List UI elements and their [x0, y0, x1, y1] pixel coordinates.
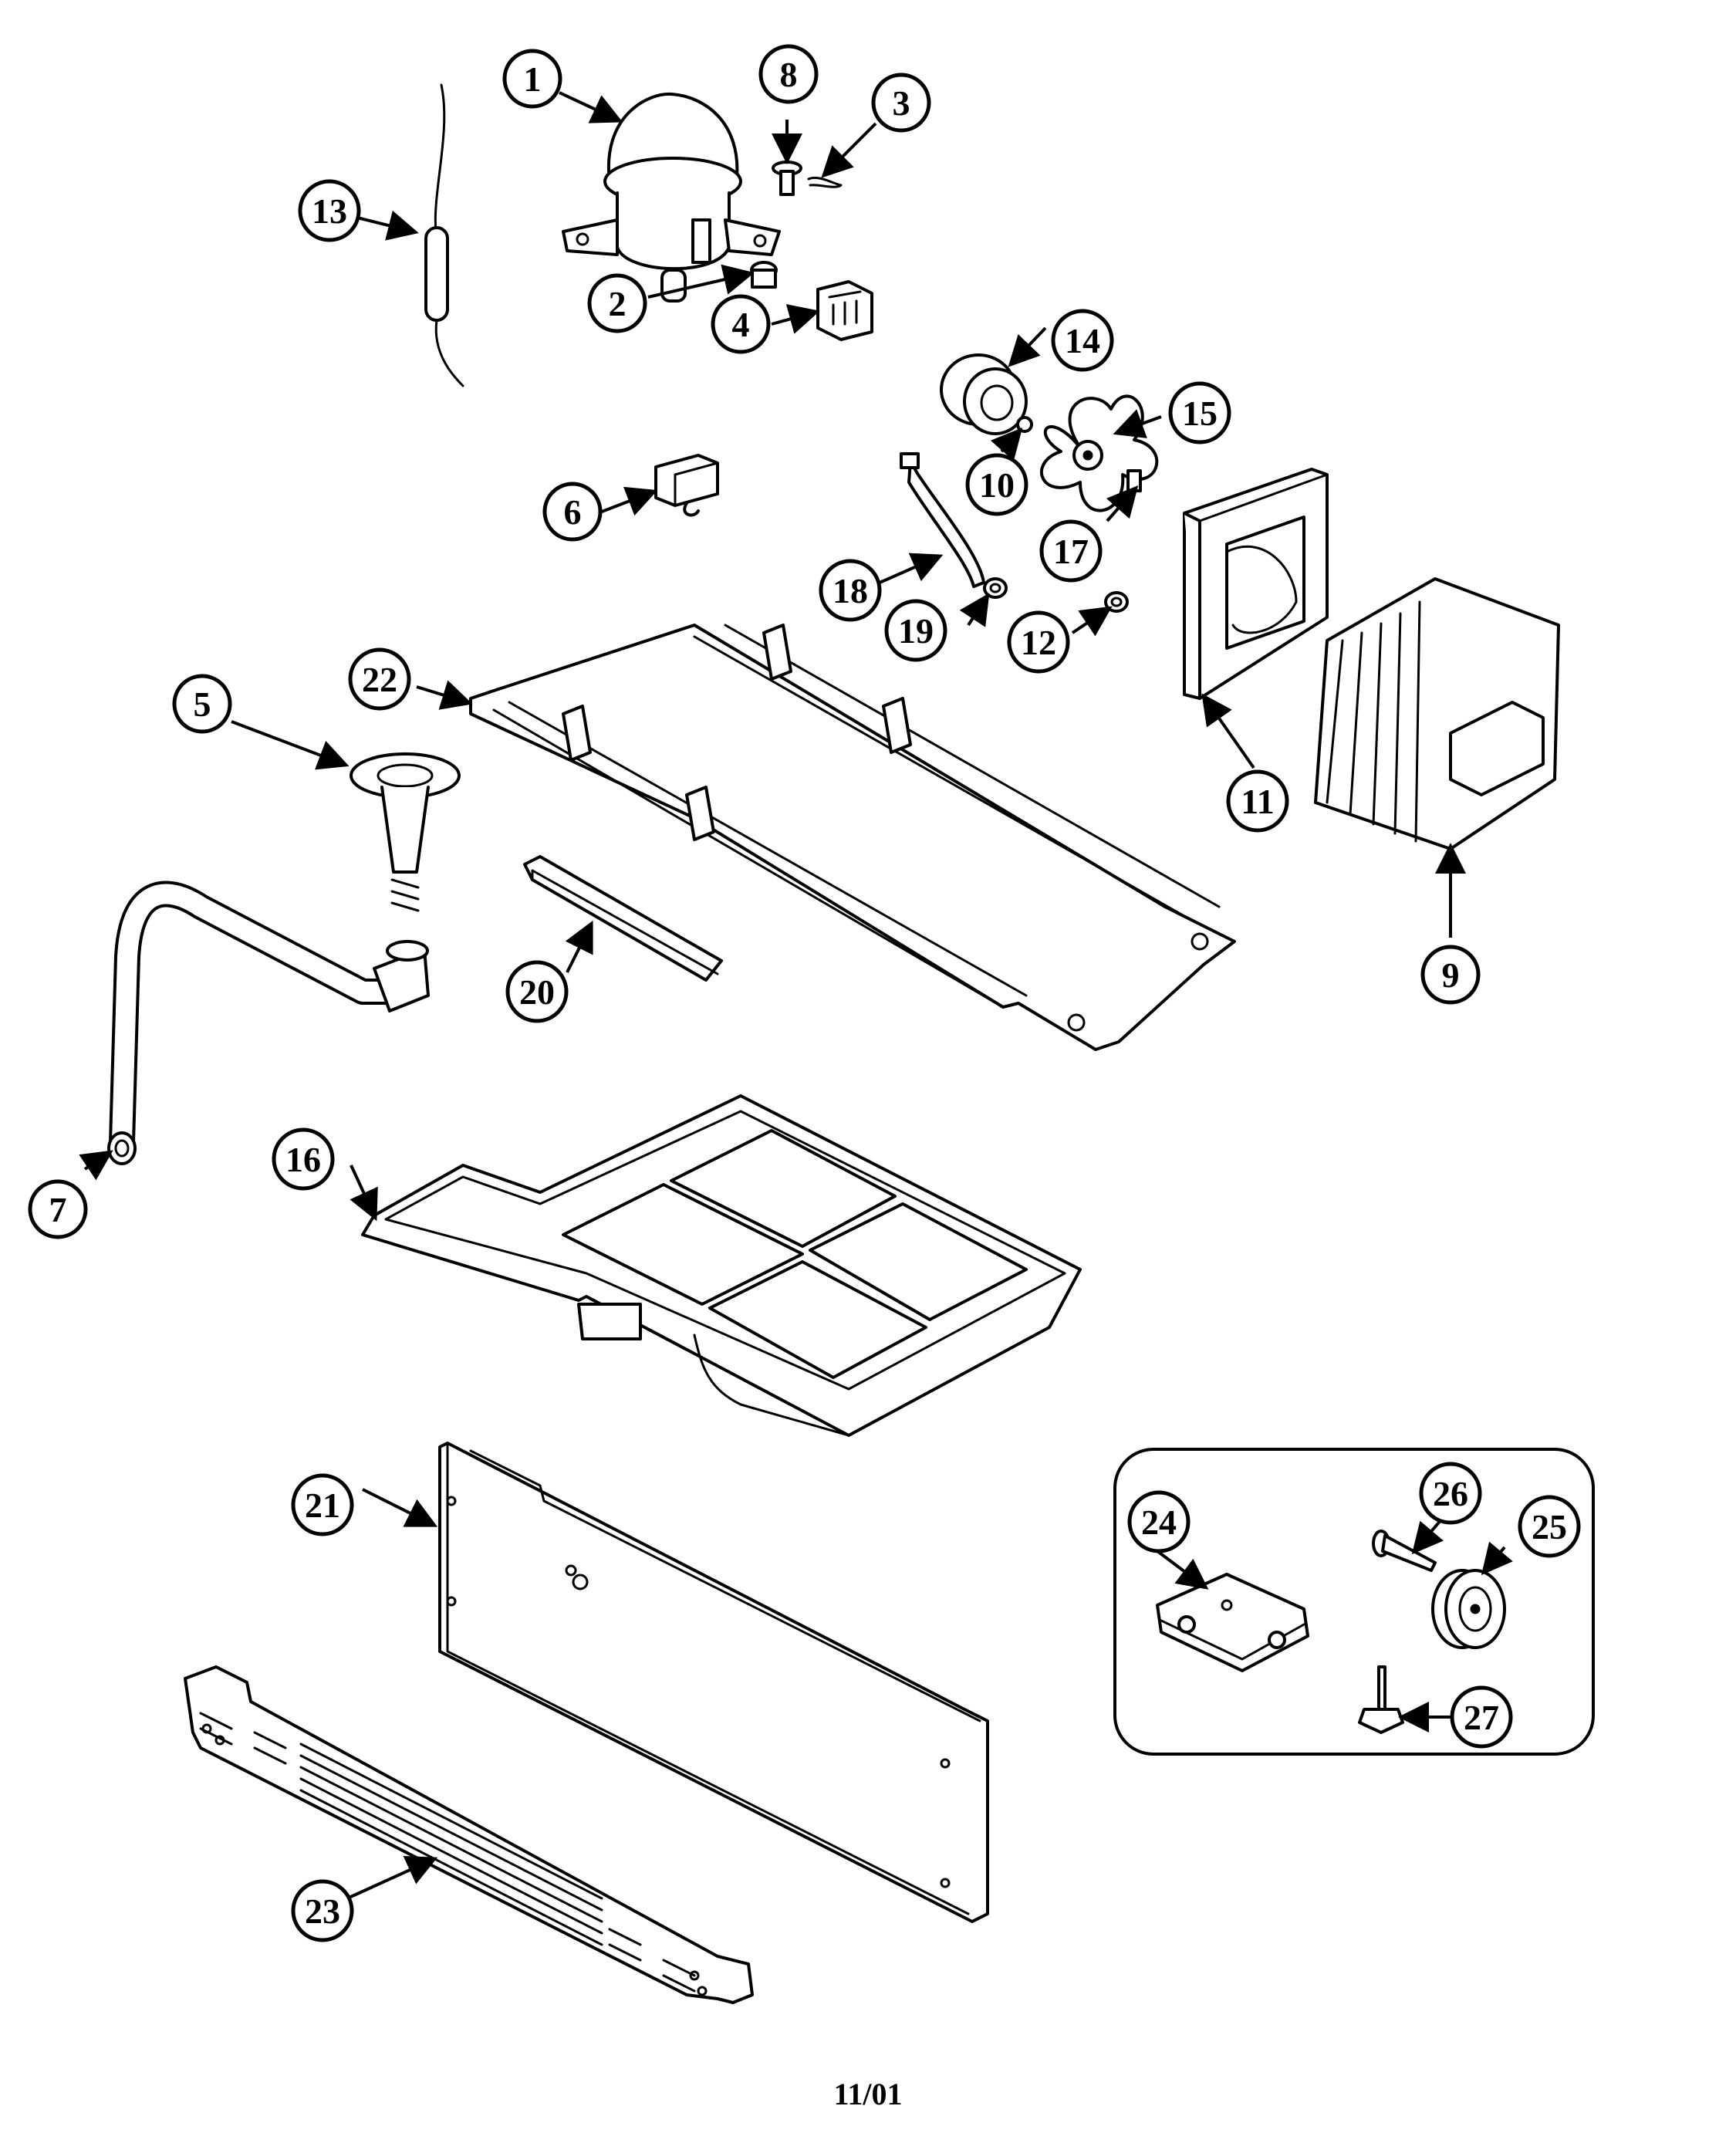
leader-lines — [79, 91, 1513, 1900]
compressor-part — [562, 92, 781, 303]
svg-text:9: 9 — [1442, 955, 1460, 995]
svg-text:10: 10 — [979, 465, 1015, 505]
svg-text:20: 20 — [519, 972, 555, 1012]
leveler-kit-inset — [1113, 1448, 1595, 1756]
switch-part — [654, 454, 719, 517]
roller-bracket-part — [1156, 1573, 1309, 1672]
svg-text:19: 19 — [898, 611, 934, 651]
svg-text:8: 8 — [780, 55, 798, 94]
callout-17: 17 — [1039, 519, 1103, 583]
svg-text:16: 16 — [285, 1140, 321, 1179]
callout-26: 26 — [1419, 1462, 1482, 1525]
drain-pan-part — [361, 1094, 1082, 1437]
grille-part — [184, 1665, 754, 2004]
filter-drier-part — [424, 83, 464, 387]
svg-text:5: 5 — [194, 685, 211, 724]
callout-21: 21 — [291, 1473, 354, 1536]
relay-part — [816, 280, 873, 341]
motor-clip-part — [1126, 469, 1142, 492]
svg-text:22: 22 — [362, 660, 397, 699]
callout-24: 24 — [1127, 1490, 1191, 1553]
svg-text:7: 7 — [49, 1190, 67, 1229]
screw-part — [772, 161, 802, 196]
callout-13: 13 — [298, 179, 361, 242]
svg-text:18: 18 — [833, 571, 868, 610]
fan-motor-part — [940, 353, 1028, 435]
channel-part — [523, 855, 723, 982]
callout-7: 7 — [28, 1179, 88, 1239]
condenser-part — [1314, 577, 1560, 850]
leveler-screw-part — [1358, 1665, 1404, 1734]
date-code: 11/01 — [833, 2077, 903, 2111]
callout-2: 2 — [587, 273, 647, 333]
svg-text:11: 11 — [1241, 782, 1274, 821]
svg-text:21: 21 — [305, 1486, 340, 1525]
callout-6: 6 — [542, 482, 603, 542]
callout-27: 27 — [1450, 1685, 1513, 1749]
callout-25: 25 — [1518, 1495, 1581, 1558]
svg-text:27: 27 — [1464, 1698, 1499, 1737]
svg-text:4: 4 — [732, 305, 750, 344]
callout-12: 12 — [1007, 610, 1070, 674]
svg-text:6: 6 — [564, 492, 582, 532]
svg-text:25: 25 — [1532, 1507, 1567, 1547]
callout-9: 9 — [1420, 945, 1481, 1005]
callout-3: 3 — [871, 73, 931, 133]
svg-text:12: 12 — [1021, 623, 1056, 662]
motor-bracket-part — [900, 452, 985, 588]
toe-panel-board-part — [438, 1442, 989, 1923]
svg-text:15: 15 — [1182, 394, 1218, 433]
svg-text:26: 26 — [1433, 1474, 1468, 1513]
callout-20: 20 — [505, 960, 569, 1023]
callout-16: 16 — [272, 1127, 335, 1191]
callout-18: 18 — [819, 559, 882, 622]
drain-funnel-part — [350, 752, 461, 912]
callout-14: 14 — [1051, 309, 1114, 372]
callout-19: 19 — [884, 599, 947, 662]
callout-15: 15 — [1168, 381, 1231, 445]
svg-text:17: 17 — [1053, 532, 1089, 571]
fan-shroud-part — [1183, 468, 1329, 700]
base-pan-part — [469, 624, 1236, 1051]
fan-blade-part — [1039, 394, 1159, 512]
grommet-12-part — [1104, 591, 1129, 613]
nut-part — [1016, 416, 1033, 433]
callout-22: 22 — [348, 647, 411, 711]
callout-1: 1 — [502, 49, 562, 109]
svg-text:14: 14 — [1065, 321, 1100, 360]
svg-text:2: 2 — [609, 284, 627, 323]
callout-4: 4 — [711, 294, 771, 354]
svg-text:23: 23 — [305, 1891, 340, 1931]
callout-23: 23 — [291, 1879, 354, 1942]
svg-text:1: 1 — [524, 59, 542, 99]
grommet-19-part — [983, 577, 1008, 599]
svg-text:24: 24 — [1141, 1503, 1177, 1542]
roller-wheel-part — [1431, 1569, 1506, 1649]
clip-part — [807, 176, 843, 188]
svg-text:13: 13 — [312, 191, 347, 231]
callout-11: 11 — [1226, 769, 1289, 833]
callout-10: 10 — [965, 453, 1028, 516]
grommet-part — [750, 261, 778, 289]
svg-text:3: 3 — [893, 83, 910, 123]
callout-5: 5 — [172, 674, 232, 734]
drain-tube-part — [107, 881, 430, 1165]
callout-8: 8 — [758, 44, 819, 104]
